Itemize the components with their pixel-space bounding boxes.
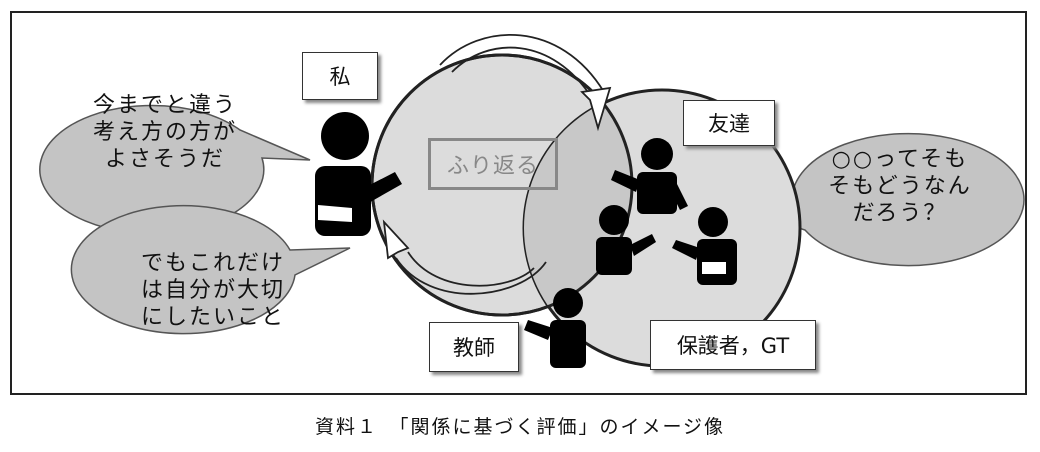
- label-guardian: 保護者，GT: [650, 320, 816, 370]
- label-teacher: 教師: [429, 322, 519, 372]
- person-teacher-icon: [524, 288, 586, 368]
- speech-bubble-bottom-left: [70, 204, 351, 335]
- label-reflect: ふり返る: [428, 138, 558, 190]
- cycle-arrow-top: [439, 34, 612, 132]
- label-friends: 友達: [683, 100, 775, 146]
- person-friend-3-icon: [672, 207, 737, 285]
- speech-bubble-top-left: [39, 104, 311, 235]
- figure-frame: [10, 11, 1027, 395]
- speech-bubble-right: [737, 132, 1025, 267]
- figure-caption: 資料１ 「関係に基づく評価」のイメージ像: [314, 416, 726, 438]
- person-me-icon: [315, 112, 402, 236]
- person-friend-1-icon: [611, 138, 688, 214]
- person-friend-2-icon: [596, 205, 656, 275]
- bubble-text-bottom-left: でもこれだけ は自分が大切 にしたいこと: [140, 251, 285, 330]
- label-me: 私: [302, 52, 378, 100]
- bubble-text-right: ○○ってそも そもどうなん だろう？: [828, 147, 972, 226]
- bubble-text-top-left: 今までと違う 考え方の方が よさそうだ: [92, 93, 237, 172]
- cycle-arrow-bottom: [382, 219, 547, 295]
